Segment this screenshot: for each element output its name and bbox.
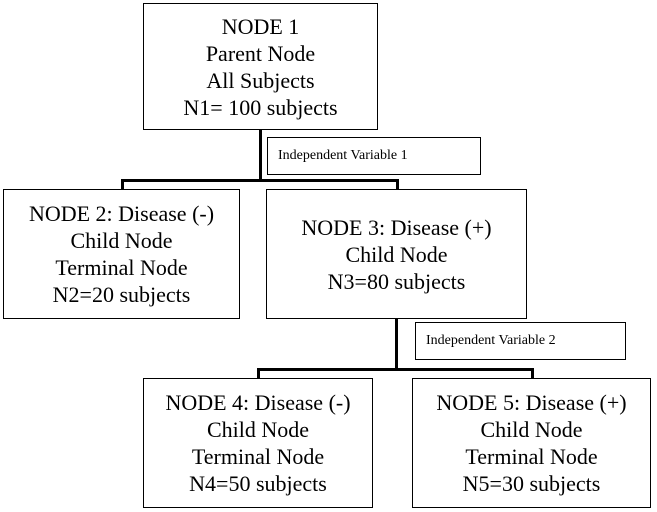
node-2-count: N2=20 subjects	[52, 282, 191, 307]
node-4-role: Child Node	[206, 417, 310, 442]
connector-node1-stem	[259, 130, 262, 181]
split-label-variable-1-text: Independent Variable 1	[278, 148, 408, 163]
connector-split2-horizontal	[257, 368, 534, 371]
node-2-box: NODE 2: Disease (-) Child Node Terminal …	[3, 189, 240, 319]
split-label-variable-2-text: Independent Variable 2	[426, 333, 556, 348]
node-1-count: N1= 100 subjects	[183, 94, 338, 120]
node-1-title: NODE 1	[221, 13, 300, 39]
node-2-terminal: Terminal Node	[55, 255, 188, 280]
connector-node3-stem	[395, 319, 398, 370]
node-5-title: NODE 5: Disease (+)	[436, 390, 627, 415]
split-label-variable-2: Independent Variable 2	[415, 322, 626, 360]
connector-split2-left-drop	[257, 368, 260, 378]
connector-split1-left-drop	[121, 179, 124, 189]
node-4-box: NODE 4: Disease (-) Child Node Terminal …	[143, 378, 373, 508]
node-2-role: Child Node	[70, 228, 173, 253]
node-1-description: All Subjects	[206, 67, 315, 93]
connector-split1-right-drop	[396, 179, 399, 189]
node-1-box: NODE 1 Parent Node All Subjects N1= 100 …	[143, 3, 378, 130]
node-3-role: Child Node	[345, 241, 448, 267]
node-5-box: NODE 5: Disease (+) Child Node Terminal …	[412, 378, 651, 508]
node-3-count: N3=80 subjects	[327, 268, 466, 294]
connector-split1-horizontal	[121, 179, 399, 182]
connector-split2-right-drop	[531, 368, 534, 378]
node-4-terminal: Terminal Node	[191, 444, 325, 469]
node-4-count: N4=50 subjects	[189, 471, 327, 496]
node-3-title: NODE 3: Disease (+)	[301, 214, 492, 240]
node-1-role: Parent Node	[205, 40, 316, 66]
node-3-box: NODE 3: Disease (+) Child Node N3=80 sub…	[266, 189, 527, 319]
node-5-role: Child Node	[480, 417, 583, 442]
node-5-terminal: Terminal Node	[465, 444, 598, 469]
node-2-title: NODE 2: Disease (-)	[28, 201, 215, 226]
node-5-count: N5=30 subjects	[462, 471, 601, 496]
split-label-variable-1: Independent Variable 1	[267, 137, 481, 175]
node-4-title: NODE 4: Disease (-)	[165, 390, 351, 415]
